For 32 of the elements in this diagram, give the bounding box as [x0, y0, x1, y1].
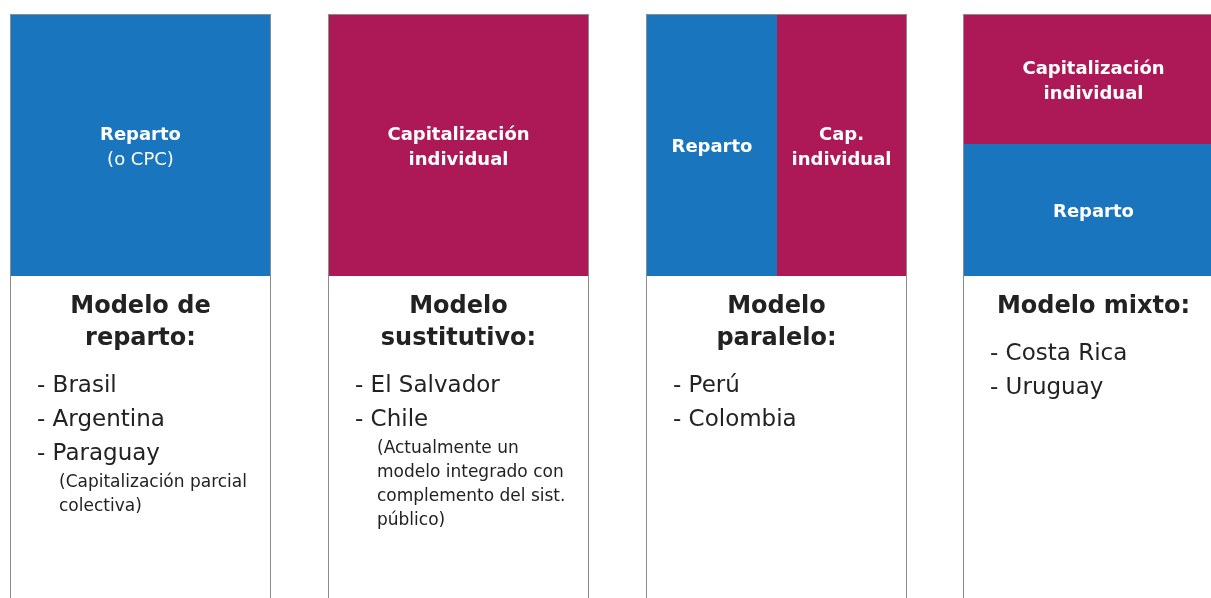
country-item: - Chile [355, 404, 429, 433]
scheme-label: Reparto [100, 121, 181, 146]
scheme-block [329, 15, 588, 276]
scheme-block [11, 15, 270, 276]
scheme-label: Reparto [1053, 198, 1134, 223]
scheme-block [777, 15, 906, 276]
model-card [10, 14, 271, 598]
country-item: - Argentina [37, 404, 165, 433]
country-item: - El Salvador [355, 370, 500, 399]
country-item: - Colombia [673, 404, 797, 433]
model-card [646, 14, 907, 598]
note-text: (Actualmente un modelo integrado con complemento del sist. público) [377, 436, 567, 531]
scheme-label: Cap. individual [790, 121, 893, 171]
scheme-block [964, 144, 1211, 276]
model-heading: Modelo sustitutivo: [379, 290, 538, 353]
country-item: - Brasil [37, 370, 117, 399]
model-card [328, 14, 589, 598]
scheme-block [647, 15, 777, 276]
model-heading: Modelo mixto: [996, 290, 1191, 321]
scheme-block [964, 15, 1211, 144]
scheme-label: Capitalización individual [1021, 55, 1166, 105]
scheme-label: Reparto [671, 134, 753, 158]
scheme-label: Capitalización individual [386, 121, 531, 171]
scheme-note: (o CPC) [107, 146, 174, 171]
model-card [963, 14, 1211, 598]
model-heading: Modelo paralelo: [715, 290, 838, 353]
country-item: - Perú [673, 370, 740, 399]
model-heading: Modelo de reparto: [69, 290, 212, 353]
note-text: (Capitalización parcial colectiva) [59, 470, 248, 517]
country-item: - Costa Rica [990, 338, 1128, 367]
country-item: - Paraguay [37, 438, 160, 467]
country-item: - Uruguay [990, 372, 1104, 401]
